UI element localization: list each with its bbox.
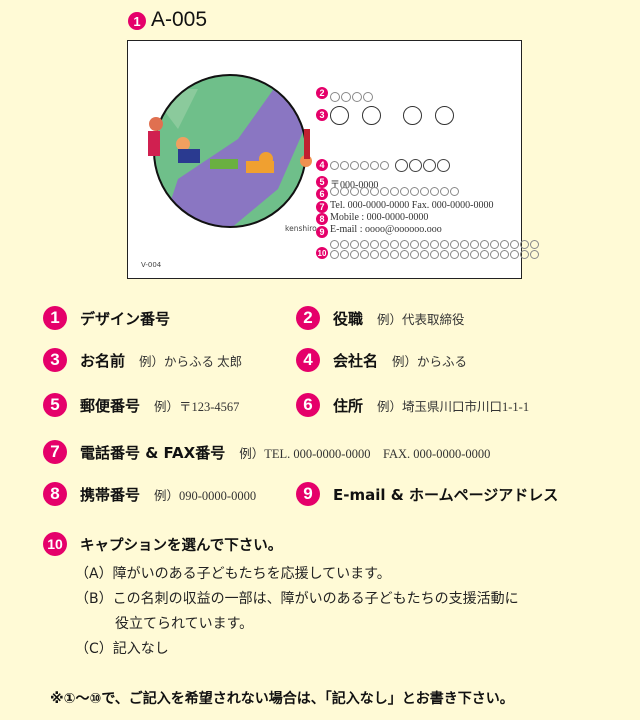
company-placeholder bbox=[330, 155, 451, 174]
children-figures bbox=[148, 117, 312, 173]
field-1: デザイン番号 bbox=[80, 308, 184, 329]
caption-option-a[interactable]: （A）障がいのある子どもたちを応援しています。 bbox=[75, 563, 391, 583]
field-label: 郵便番号 bbox=[80, 397, 141, 415]
field-example: 例）代表取締役 bbox=[377, 313, 465, 327]
card-badge-4: 4 bbox=[316, 159, 328, 171]
caption-placeholder bbox=[330, 240, 540, 260]
card-mobile: Mobile : 000-0000-0000 bbox=[330, 212, 429, 223]
field-3: お名前例）からふる 太郎 bbox=[80, 350, 242, 371]
caption-option-b[interactable]: （B）この名刺の収益の一部は、障がいのある子どもたちの支援活動に bbox=[75, 588, 519, 608]
field-2: 役職例）代表取締役 bbox=[333, 308, 465, 329]
option-text: この名刺の収益の一部は、障がいのある子どもたちの支援活動に bbox=[112, 591, 519, 607]
card-phone-fax: Tel. 000-0000-0000 Fax. 000-0000-0000 bbox=[330, 200, 494, 211]
field-7: 電話番号 & FAX番号例）TEL. 000-0000-0000 FAX. 00… bbox=[80, 442, 490, 463]
field-5: 郵便番号例）〒123-4567 bbox=[80, 395, 239, 416]
header-badge: 1 bbox=[128, 12, 146, 30]
caption-title: キャプションを選んで下さい。 bbox=[80, 538, 283, 554]
caption-option-b-cont: 役立てられています。 bbox=[115, 616, 254, 632]
card-badge-8: 8 bbox=[316, 213, 328, 225]
field-example: 例）からふる bbox=[392, 355, 468, 369]
field-4: 会社名例）からふる bbox=[333, 350, 467, 371]
badge-3: 3 bbox=[43, 348, 67, 372]
field-example: 例）埼玉県川口市川口1-1-1 bbox=[377, 400, 530, 414]
field-label: 役職 bbox=[333, 310, 364, 328]
badge-2: 2 bbox=[296, 306, 320, 330]
option-key: （A） bbox=[75, 566, 113, 582]
field-example: 例）〒123-4567 bbox=[154, 400, 240, 414]
card-badge-6: 6 bbox=[316, 188, 328, 200]
caption-option-c[interactable]: （C）記入なし bbox=[75, 638, 169, 658]
design-code: V-004 bbox=[141, 261, 162, 269]
option-key: （B） bbox=[75, 591, 113, 607]
option-text: 記入なし bbox=[112, 641, 169, 657]
badge-5: 5 bbox=[43, 393, 67, 417]
card-badge-2: 2 bbox=[316, 87, 328, 99]
name-placeholder bbox=[330, 105, 455, 125]
badge-8: 8 bbox=[43, 482, 67, 506]
card-badge-10: 10 bbox=[316, 247, 328, 259]
design-title: A-005 bbox=[151, 8, 208, 31]
field-example: 例）からふる 太郎 bbox=[139, 355, 243, 369]
field-label: 会社名 bbox=[333, 352, 379, 370]
card-badge-3: 3 bbox=[316, 109, 328, 121]
card-badge-7: 7 bbox=[316, 201, 328, 213]
badge-4: 4 bbox=[296, 348, 320, 372]
globe-illustration bbox=[148, 74, 312, 228]
position-placeholder bbox=[330, 86, 374, 105]
field-label: E-mail & ホームページアドレス bbox=[333, 486, 559, 504]
field-label: デザイン番号 bbox=[80, 310, 171, 328]
badge-10: 10 bbox=[43, 532, 67, 556]
badge-9: 9 bbox=[296, 482, 320, 506]
field-6: 住所例）埼玉県川口市川口1-1-1 bbox=[333, 395, 529, 416]
field-9: E-mail & ホームページアドレス bbox=[333, 484, 572, 505]
option-key: （C） bbox=[75, 641, 113, 657]
card-badge-9: 9 bbox=[316, 226, 328, 238]
badge-7: 7 bbox=[43, 440, 67, 464]
field-8: 携帯番号例）090-0000-0000 bbox=[80, 484, 256, 505]
card-postal: 〒000-0000 bbox=[330, 180, 379, 191]
address-placeholder bbox=[330, 187, 460, 197]
card-badge-5: 5 bbox=[316, 176, 328, 188]
footnote: ※①～⑩で、ご記入を希望されない場合は、「記入なし」とお書き下さい。 bbox=[50, 691, 514, 707]
field-label: 電話番号 & FAX番号 bbox=[80, 444, 226, 462]
field-example: 例）090-0000-0000 bbox=[154, 489, 257, 503]
field-label: 携帯番号 bbox=[80, 486, 141, 504]
card-email: E-mail : oooo@oooooo.ooo bbox=[330, 224, 442, 235]
field-label: 住所 bbox=[333, 397, 364, 415]
badge-1: 1 bbox=[43, 306, 67, 330]
option-text: 障がいのある子どもたちを応援しています。 bbox=[112, 566, 391, 582]
artist-name: kenshiro bbox=[285, 224, 317, 233]
badge-6: 6 bbox=[296, 393, 320, 417]
field-label: お名前 bbox=[80, 352, 126, 370]
business-card-preview: 2 3 4 5 〒000-0000 6 7 Tel. 000-0000-0000… bbox=[127, 40, 539, 279]
field-example: 例）TEL. 000-0000-0000 FAX. 000-0000-0000 bbox=[239, 447, 491, 461]
